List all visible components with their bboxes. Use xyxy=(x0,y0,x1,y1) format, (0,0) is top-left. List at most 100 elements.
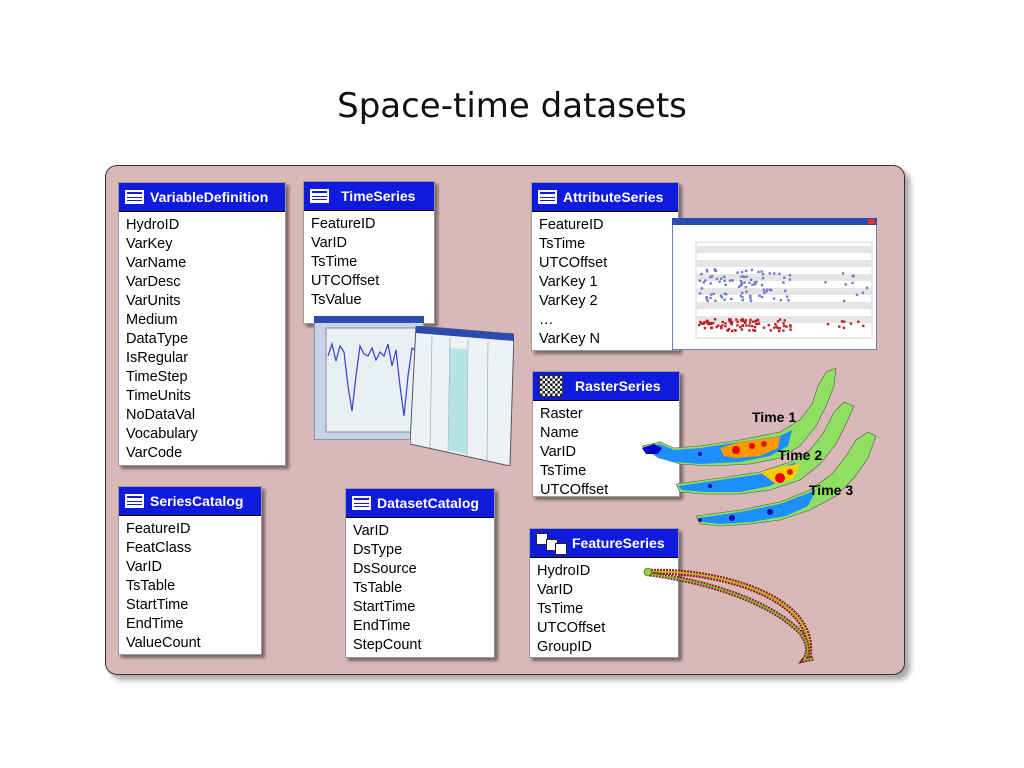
scatter-point xyxy=(740,270,744,274)
scatter-point xyxy=(857,320,860,323)
scatter-point xyxy=(736,271,739,274)
scatter-point xyxy=(753,329,757,332)
scatter-point xyxy=(740,282,744,285)
scatter-point xyxy=(739,294,743,298)
scatter-point xyxy=(753,325,757,329)
scatter-point xyxy=(729,322,733,325)
scatter-point xyxy=(753,283,757,286)
field: StepCount xyxy=(353,637,422,653)
field: DataType xyxy=(126,331,189,347)
field: UTCOffset xyxy=(311,273,380,289)
variable-definition-table: VariableDefinition HydroID VarKey VarNam… xyxy=(118,182,286,466)
scatter-point xyxy=(721,320,724,324)
raster-time-1 xyxy=(641,367,837,467)
feature-icon xyxy=(536,533,567,555)
scatter-point xyxy=(748,324,751,327)
field: VarID xyxy=(311,235,347,251)
scatter-point xyxy=(758,294,761,297)
scatter-point xyxy=(778,272,781,276)
raster-series-header: RasterSeries xyxy=(533,372,679,401)
table-name: TimeSeries xyxy=(341,188,416,204)
field-list: VarID DsType DsSource TsTable StartTime … xyxy=(346,518,494,655)
scatter-point xyxy=(731,279,734,282)
scatter-point xyxy=(703,326,707,330)
scatter-point xyxy=(739,326,742,329)
feature-series-table: FeatureSeries HydroID VarID TsTime UTCOf… xyxy=(529,528,679,658)
scatter-point xyxy=(730,329,734,333)
scatter-point xyxy=(760,295,764,299)
table-icon xyxy=(310,189,329,203)
field: VarDesc xyxy=(126,274,181,290)
time-series-graph-thumbnail xyxy=(314,316,424,440)
scatter-point xyxy=(826,322,830,326)
field: Raster xyxy=(540,406,583,422)
scatter-point xyxy=(709,296,712,300)
scatter-point xyxy=(700,287,704,290)
scatter-point xyxy=(824,281,827,284)
scatter-point xyxy=(851,281,854,285)
raster-time-3 xyxy=(695,431,877,527)
scatter-point xyxy=(745,324,748,327)
scatter-point xyxy=(705,297,708,301)
field: VarKey xyxy=(126,236,173,252)
scatter-point xyxy=(852,275,855,278)
scatter-point xyxy=(713,318,717,321)
scatter-point xyxy=(765,290,768,293)
scatter-point xyxy=(761,273,765,276)
scatter-point xyxy=(757,270,760,274)
table-name: AttributeSeries xyxy=(563,189,664,205)
field: EndTime xyxy=(353,618,411,634)
scatter-point xyxy=(699,320,702,324)
scatter-point xyxy=(725,293,728,296)
scatter-point xyxy=(756,318,759,322)
scatter-point xyxy=(740,291,744,295)
scatter-point xyxy=(719,325,723,328)
scatter-point xyxy=(752,320,755,323)
scatter-point xyxy=(748,321,752,324)
time-series-table-thumbnail xyxy=(410,326,514,466)
scatter-point xyxy=(750,324,754,328)
scatter-point xyxy=(728,319,731,323)
scatter-point xyxy=(719,277,723,280)
scatter-point xyxy=(744,319,748,322)
scatter-point xyxy=(786,295,789,298)
scatter-point xyxy=(749,318,752,322)
field: TsTime xyxy=(537,601,584,617)
scatter-point xyxy=(761,276,765,280)
scatter-point xyxy=(701,322,704,326)
scatter-point xyxy=(744,269,748,273)
scatter-point xyxy=(842,320,846,323)
scatter-point xyxy=(709,282,712,285)
table-icon xyxy=(125,190,144,204)
scatter-point xyxy=(704,279,707,282)
scatter-point xyxy=(724,322,727,325)
series-catalog-header: SeriesCatalog xyxy=(119,487,261,516)
field: VarCode xyxy=(126,445,183,461)
variable-definition-header: VariableDefinition xyxy=(119,183,285,212)
scatter-point xyxy=(782,329,785,332)
scatter-point xyxy=(711,321,715,325)
table-icon xyxy=(538,190,557,204)
scatter-point xyxy=(724,325,727,328)
scatter-point xyxy=(773,326,776,329)
field: FeatClass xyxy=(126,540,192,556)
scatter-point xyxy=(736,324,739,327)
scatter-point xyxy=(865,286,869,290)
scatter-point xyxy=(703,321,706,324)
field-list: HydroID VarKey VarName VarDesc VarUnits … xyxy=(119,212,285,463)
scatter-point xyxy=(721,324,724,327)
scatter-point xyxy=(787,299,790,302)
table-name: DatasetCatalog xyxy=(377,495,479,511)
scatter-point xyxy=(741,324,745,327)
slide-title: Space-time datasets xyxy=(337,86,687,126)
field: TsTable xyxy=(126,578,176,594)
field: TimeStep xyxy=(126,369,188,385)
attribute-scatter-thumbnail xyxy=(672,218,877,350)
scatter-point xyxy=(789,328,792,331)
scatter-point xyxy=(749,296,752,300)
scatter-point xyxy=(740,328,744,331)
dataset-catalog-header: DatasetCatalog xyxy=(346,489,494,518)
scatter-point xyxy=(698,292,702,295)
scatter-point xyxy=(735,318,738,321)
scatter-point xyxy=(773,272,776,275)
